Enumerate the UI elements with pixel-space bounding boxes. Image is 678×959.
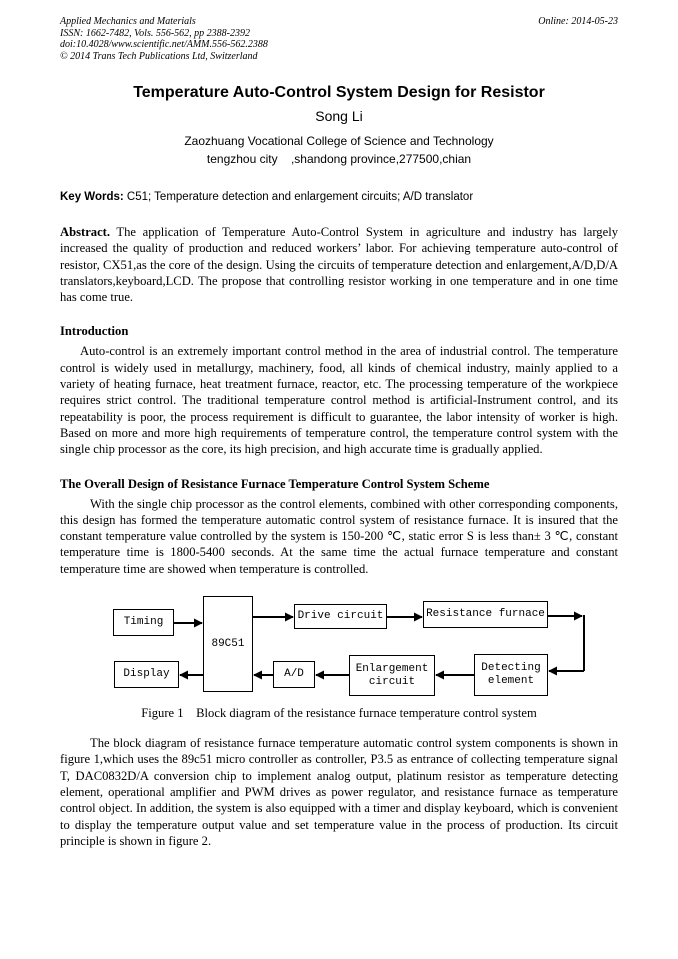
diagram-box-detecting-element: Detecting element (474, 654, 548, 697)
doi-line: doi:10.4028/www.scientific.net/AMM.556-5… (60, 39, 268, 50)
diagram-box-display: Display (114, 661, 179, 689)
issn-line: ISSN: 1662-7482, Vols. 556-562, pp 2388-… (60, 27, 250, 39)
address: tengzhou city ,shandong province,277500,… (206, 152, 472, 166)
diagram-arrows (174, 611, 585, 680)
diagram-box-drive-circuit: Drive circuit (294, 604, 387, 630)
page-header: Applied Mechanics and Materials ISSN: 16… (60, 16, 618, 62)
figure-1: Timing 89C51 Drive circuit Resistance fu… (60, 591, 618, 721)
diagram-box-89c51: 89C51 (203, 596, 253, 693)
affiliation: Zaozhuang Vocational College of Science … (184, 134, 494, 148)
diagram-box-timing: Timing (113, 609, 174, 637)
keywords-line: Key Words: C51; Temperature detection an… (60, 190, 618, 204)
introduction-paragraph: Auto-control is an extremely important c… (60, 344, 618, 457)
abstract-text: The application of Temperature Auto-Cont… (60, 225, 618, 305)
figure-caption: Figure 1 Block diagram of the resistance… (141, 706, 537, 721)
abstract: Abstract. The application of Temperature… (60, 224, 618, 305)
diagram-box-enlargement-circuit: Enlargement circuit (349, 655, 435, 697)
diagram-box-resistance-furnace: Resistance furnace (423, 601, 548, 629)
online-date: Online: 2014-05-23 (538, 16, 618, 27)
section-heading-overall-design: The Overall Design of Resistance Furnace… (60, 476, 490, 491)
journal-info: Applied Mechanics and Materials ISSN: 16… (60, 16, 268, 62)
keywords-text: C51; Temperature detection and enlargeme… (126, 191, 474, 203)
paper-page: Applied Mechanics and Materials ISSN: 16… (60, 16, 618, 848)
keywords-label: Key Words: (60, 191, 124, 203)
paper-title: Temperature Auto-Control System Design f… (133, 84, 545, 101)
section-heading-introduction: Introduction (60, 324, 129, 339)
copyright-line: © 2014 Trans Tech Publications Ltd, Swit… (60, 50, 258, 62)
overall-design-paragraph: With the single chip processor as the co… (60, 496, 618, 576)
abstract-label: Abstract. (60, 225, 111, 239)
author-name: Song Li (315, 108, 363, 124)
block-diagram: Timing 89C51 Drive circuit Resistance fu… (60, 591, 618, 703)
journal-name: Applied Mechanics and Materials (60, 16, 196, 27)
diagram-box-ad-converter: A/D (273, 661, 315, 689)
closing-paragraph: The block diagram of resistance furnace … (60, 736, 618, 848)
